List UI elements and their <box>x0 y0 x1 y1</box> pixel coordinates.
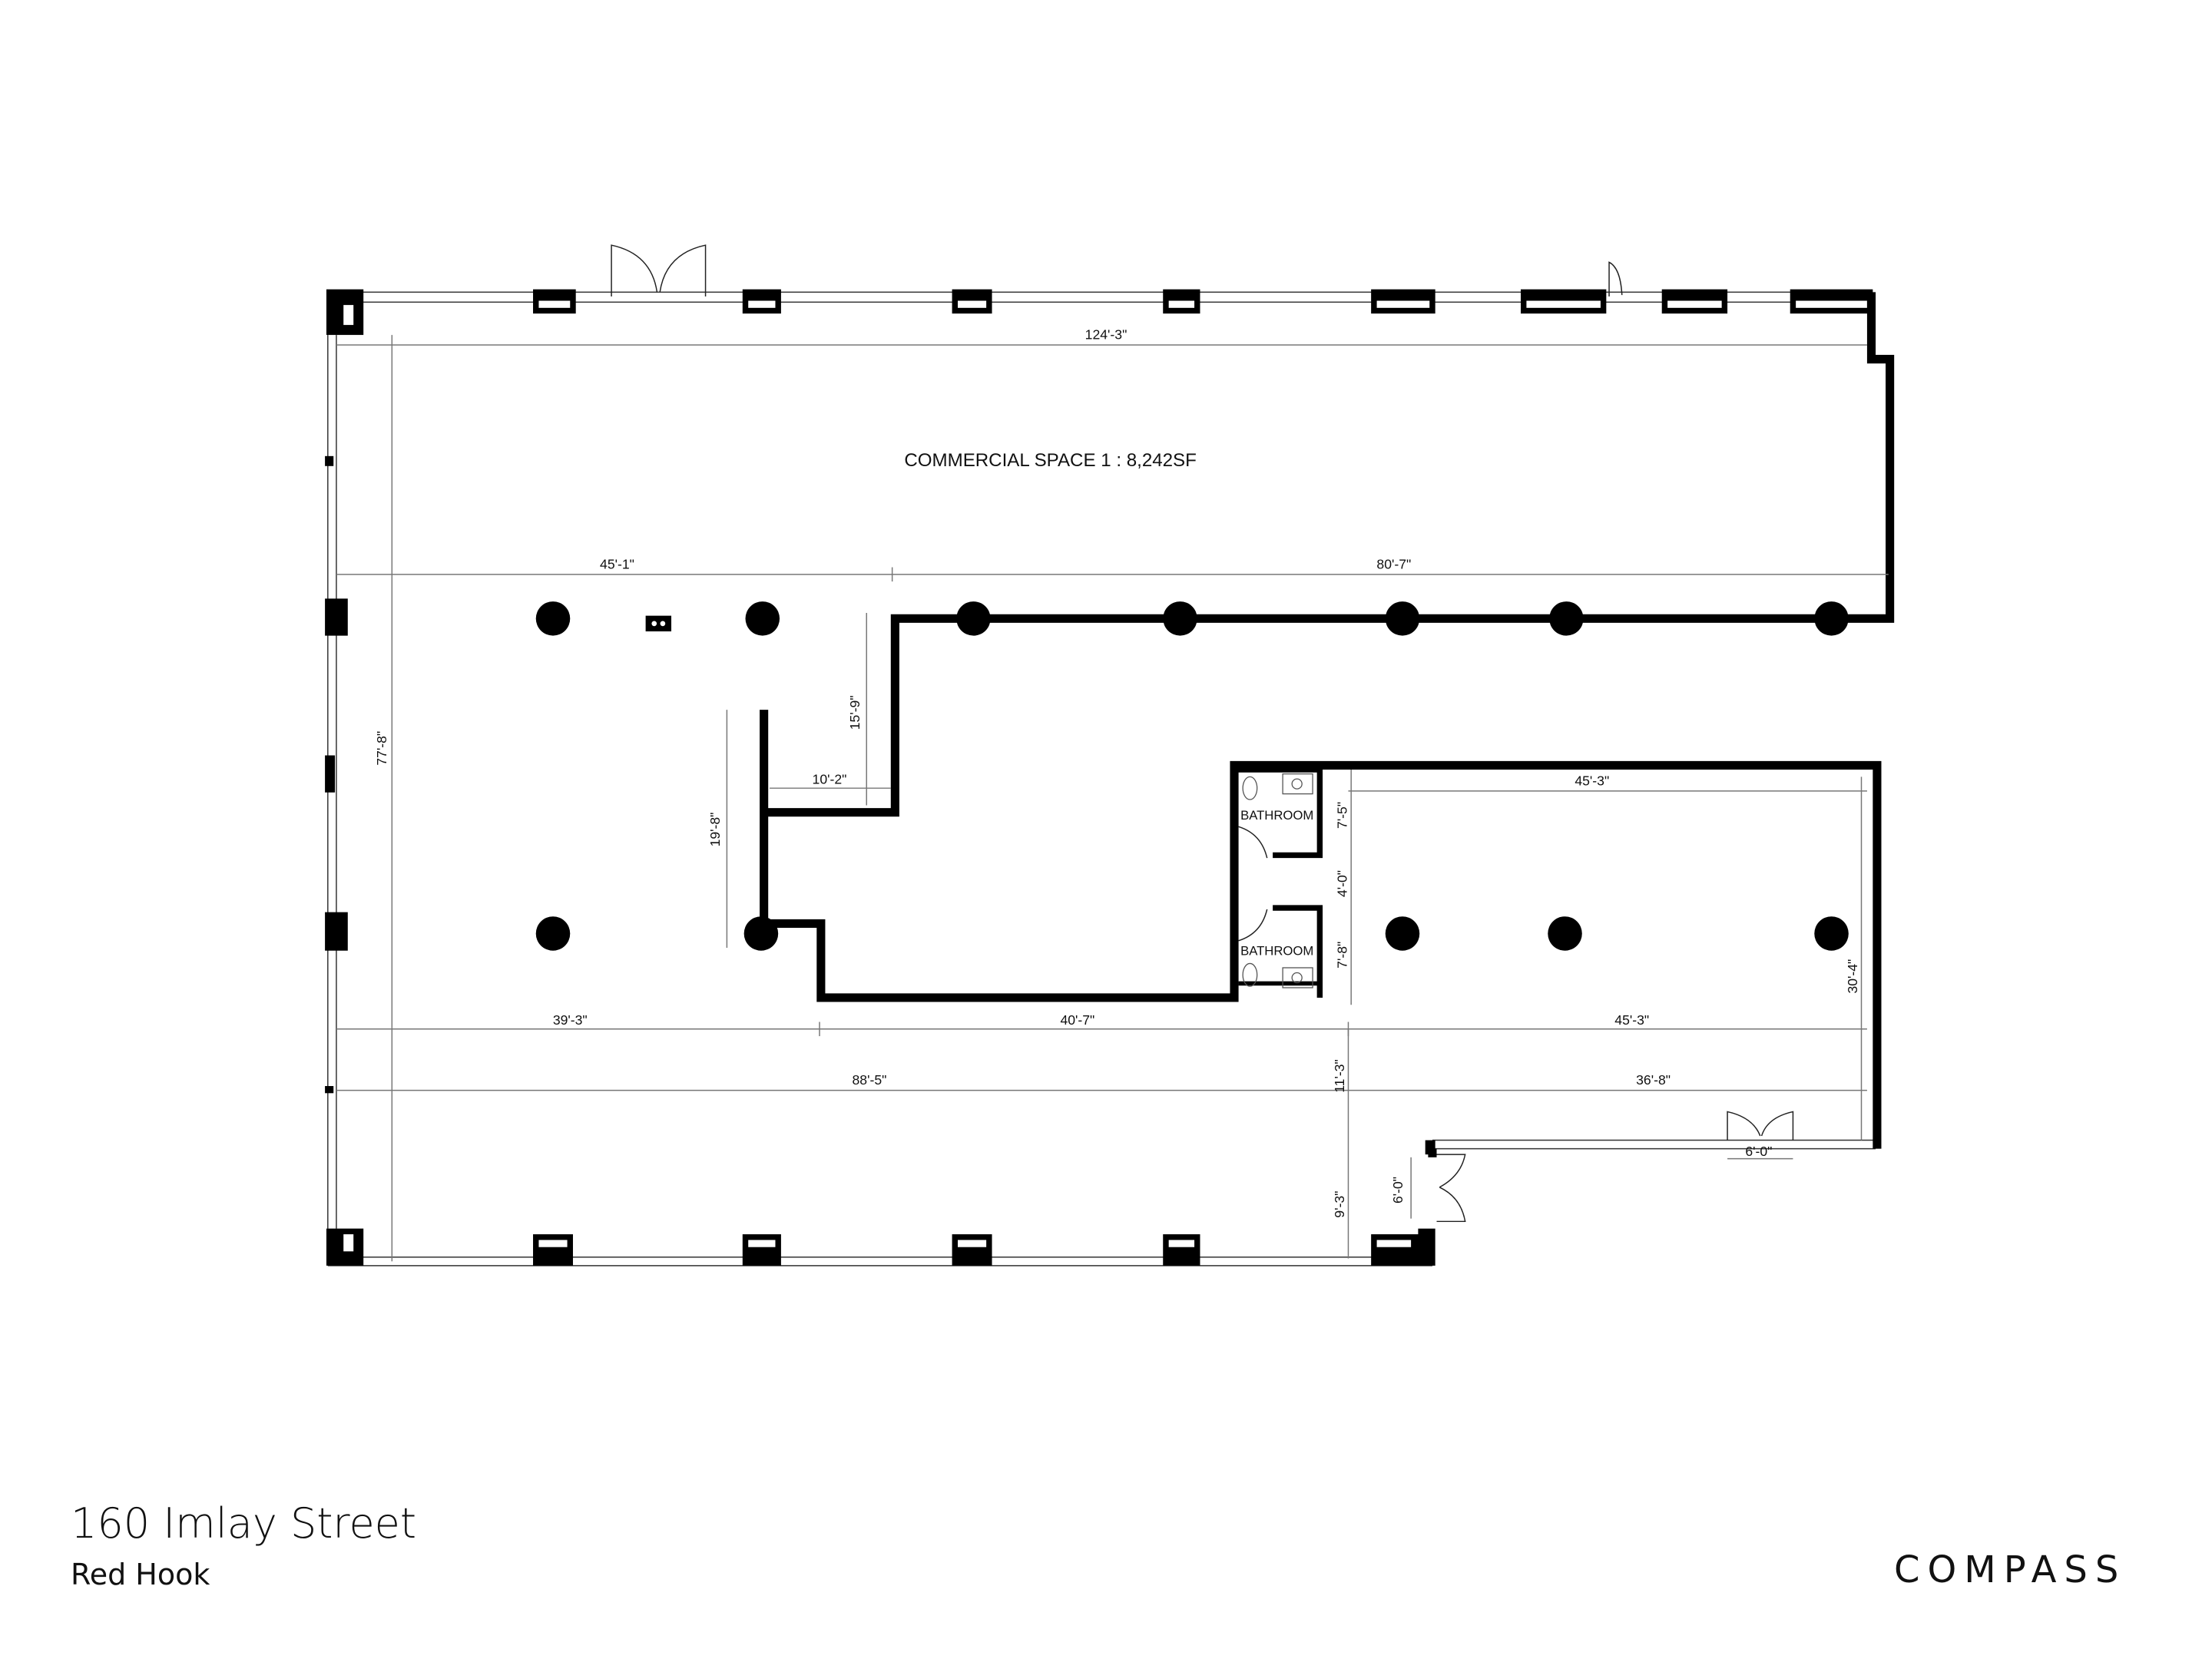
fixtures <box>645 615 1313 988</box>
columns <box>535 601 1849 951</box>
dimension-label: 124'-3" <box>1085 327 1128 343</box>
dimension-label: 36'-8" <box>1636 1072 1671 1088</box>
dimension-label: 40'-7" <box>1060 1012 1094 1028</box>
bathroom-label: BATHROOM <box>1240 943 1313 958</box>
dimension-label: 9'-3" <box>1332 1191 1347 1218</box>
double-door-side <box>1436 1154 1466 1223</box>
column <box>1385 601 1420 636</box>
dimension-label: 45'-1" <box>600 556 634 571</box>
dimension-label: 39'-3" <box>553 1012 588 1028</box>
toilet-icon <box>1242 962 1258 987</box>
dimension-label: 77'-8" <box>374 731 389 766</box>
bathroom-door-upper <box>1238 826 1268 859</box>
dimension-label: 11'-3" <box>1332 1059 1347 1093</box>
column <box>1548 916 1582 951</box>
dimension-label: 45'-3" <box>1575 773 1609 788</box>
single-door-top <box>1608 261 1623 296</box>
column <box>1385 916 1420 951</box>
bathroom-label: BATHROOM <box>1240 808 1313 823</box>
dimension-label: 7'-5" <box>1335 802 1350 829</box>
column <box>745 601 780 636</box>
column <box>1814 916 1849 951</box>
column <box>956 601 991 636</box>
compass-logo: COMPASS <box>1894 1548 2127 1591</box>
dimension-label: 15'-9" <box>847 695 863 730</box>
dimension-label: 30'-4" <box>1845 959 1860 994</box>
dimension-label: 80'-7" <box>1376 556 1411 571</box>
dimension-label: 4'-0" <box>1335 870 1350 897</box>
column <box>535 916 571 951</box>
dimension-label: 6'-0" <box>1390 1177 1406 1204</box>
column <box>1163 601 1197 636</box>
address-title: 160 Imlay Street <box>71 1499 417 1548</box>
room-label: COMMERCIAL SPACE 1 : 8,242SF <box>904 450 1197 471</box>
dimension-label: 6'-0" <box>1745 1144 1772 1159</box>
dimension-label: 88'-5" <box>853 1072 887 1088</box>
dimension-label: 45'-3" <box>1614 1012 1649 1028</box>
column <box>743 916 779 951</box>
top-piers <box>326 289 1873 336</box>
dimension-label: 10'-2" <box>813 772 847 787</box>
sink-icon <box>1282 967 1313 988</box>
bathroom-door-lower <box>1238 909 1268 942</box>
bottom-piers <box>326 1140 1435 1266</box>
sink-icon <box>1282 773 1313 795</box>
double-door-top <box>611 244 707 296</box>
double-door-right <box>1727 1111 1794 1141</box>
neighborhood-subtitle: Red Hook <box>71 1558 210 1591</box>
dimension-lines <box>336 335 1889 1262</box>
doors <box>611 244 1794 1223</box>
walls <box>760 292 1895 1157</box>
dimension-label: 19'-8" <box>707 813 723 847</box>
left-wall-marks <box>325 455 348 1094</box>
dimension-label: 7'-8" <box>1335 942 1350 969</box>
column <box>535 601 571 636</box>
column <box>1814 601 1849 636</box>
windows <box>327 291 1876 1267</box>
outlet-icon <box>645 615 672 632</box>
dimension-labels: 124'-3" 45'-1" 80'-7" 77'-8" 15'-9" 10'-… <box>374 327 1860 1218</box>
toilet-icon <box>1242 776 1258 800</box>
column <box>1549 601 1584 636</box>
